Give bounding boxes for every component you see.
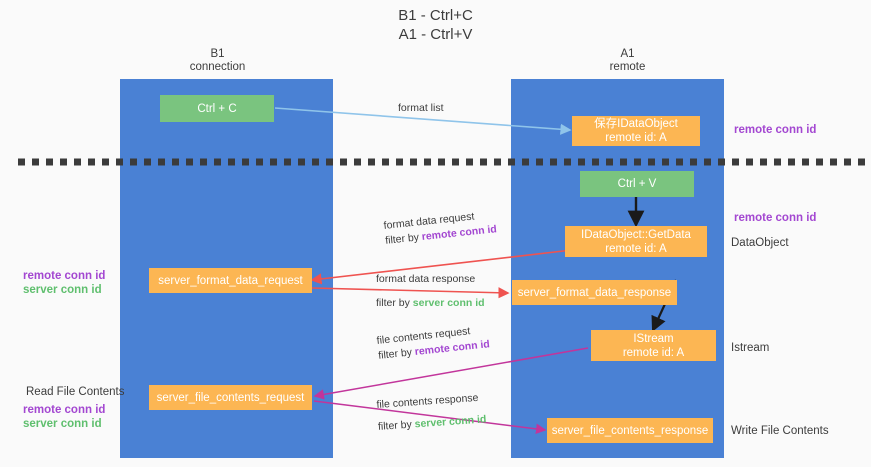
annotation-left-server-conn-2: server conn id (23, 418, 102, 430)
edge-label-format-data-response: format data response (376, 273, 476, 285)
edge-label-format-data-response-group: format data response filter by server co… (376, 272, 485, 311)
annotation-left-read-file-contents: Read File Contents (26, 386, 125, 398)
annotation-right-istream: Istream (731, 342, 770, 354)
edge-label-file-contents-response-group: file contents response filter by server … (376, 390, 487, 434)
annotation-right-remote-conn-mid: remote conn id (734, 212, 817, 224)
box-server-format-data-request[interactable]: server_format_data_request (149, 268, 312, 293)
wire-file-contents-response (313, 400, 547, 435)
filter-prefix: filter by (376, 297, 413, 309)
annotation-right-dataobject: DataObject (731, 237, 789, 249)
filter-prefix: filter by (384, 231, 423, 247)
box-save-idataobject[interactable]: 保存IDataObject remote id: A (572, 116, 700, 146)
box-idataobject-getdata[interactable]: IDataObject::GetData remote id: A (565, 226, 707, 257)
box-istream[interactable]: IStream remote id: A (591, 330, 716, 361)
column-header-a1: A1 remote (609, 48, 646, 73)
edge-label-format-list: format list (398, 102, 444, 114)
edge-label-format-data-response-filter: filter by server conn id (376, 296, 485, 311)
box-ctrl-v[interactable]: Ctrl + V (580, 171, 694, 197)
annotation-left-remote-conn: remote conn id (23, 270, 106, 282)
box-server-file-contents-response[interactable]: server_file_contents_response (547, 418, 713, 443)
box-server-format-data-response[interactable]: server_format_data_response (512, 280, 677, 305)
column-header-b1: B1 connection (189, 48, 246, 73)
annotation-right-write-file-contents: Write File Contents (731, 425, 829, 437)
wire-format-data-request (310, 249, 573, 285)
box-server-file-contents-request[interactable]: server_file_contents_request (149, 385, 312, 410)
filter-prefix: filter by (377, 418, 416, 433)
filter-prefix: filter by (377, 346, 416, 362)
annotation-left-remote-conn-2: remote conn id (23, 404, 106, 416)
wire-format-data-response (311, 287, 510, 299)
annotation-left-server-conn: server conn id (23, 284, 102, 296)
filter-key-server-conn-id: server conn id (414, 413, 487, 431)
filter-key-server-conn-id: server conn id (412, 297, 485, 309)
wire-format-list (274, 107, 572, 135)
page-title: B1 - Ctrl+C A1 - Ctrl+V (398, 7, 473, 43)
wire-file-contents-request (313, 347, 589, 400)
annotation-right-remote-conn-top: remote conn id (734, 124, 817, 136)
box-ctrl-c[interactable]: Ctrl + C (160, 95, 274, 122)
